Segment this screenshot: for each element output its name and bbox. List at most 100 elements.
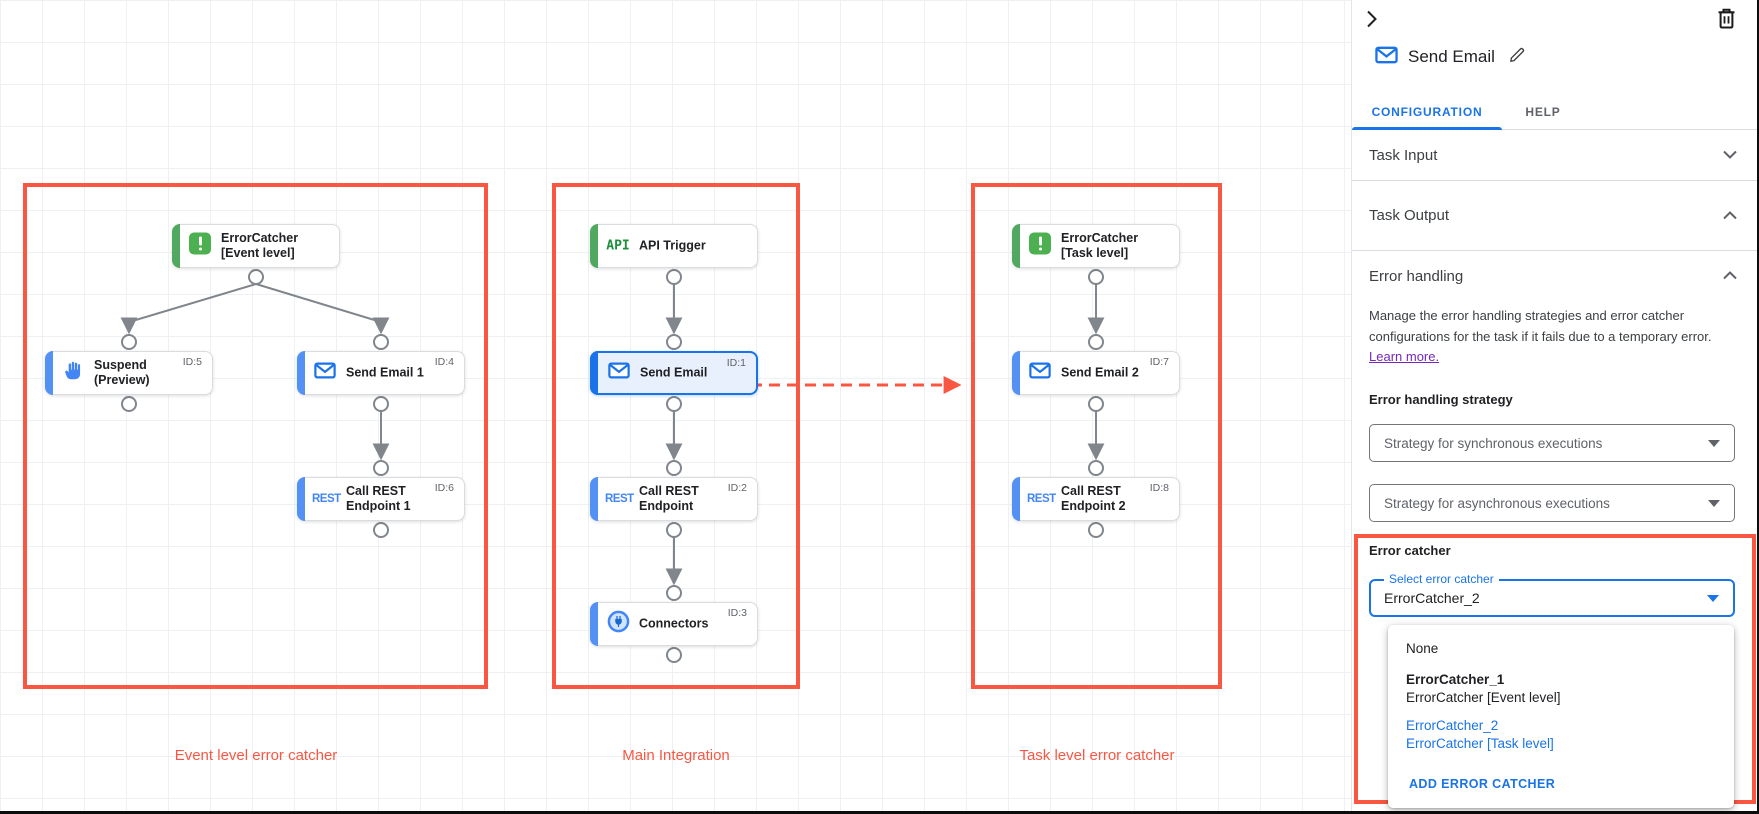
panel-tabs: CONFIGURATION HELP bbox=[1352, 93, 1757, 130]
async-strategy-select[interactable]: Strategy for asynchronous executions bbox=[1369, 484, 1735, 522]
option-description: ErrorCatcher [Task level] bbox=[1406, 736, 1554, 751]
node-label: Connectors bbox=[639, 616, 709, 631]
node-errorcatcher-task-level[interactable]: ErrorCatcher [Task level] bbox=[1012, 224, 1180, 268]
accent-bar bbox=[590, 224, 598, 268]
email-icon bbox=[1027, 362, 1053, 384]
section-title: Task Output bbox=[1369, 207, 1450, 224]
accent-bar bbox=[297, 477, 305, 521]
error-catcher-label: Error catcher bbox=[1369, 543, 1451, 558]
node-label: ErrorCatcher [Task level] bbox=[1061, 231, 1139, 260]
error-catcher-icon bbox=[1027, 232, 1053, 260]
annotation-box-task-level bbox=[971, 183, 1222, 689]
email-icon bbox=[606, 362, 632, 384]
node-label: Send Email 1 bbox=[346, 365, 424, 380]
dropdown-arrow-icon bbox=[1708, 439, 1720, 447]
rest-icon: REST bbox=[605, 493, 634, 505]
add-error-catcher-button[interactable]: ADD ERROR CATCHER bbox=[1409, 777, 1556, 791]
rest-icon: REST bbox=[312, 493, 341, 505]
caption-task-level: Task level error catcher bbox=[1019, 747, 1175, 764]
accent-bar bbox=[590, 602, 598, 646]
menu-item-errorcatcher-1[interactable]: ErrorCatcher_1 ErrorCatcher [Event level… bbox=[1406, 672, 1561, 705]
caption-main-integration: Main Integration bbox=[622, 747, 730, 764]
caption-event-level: Event level error catcher bbox=[174, 747, 338, 764]
expand-less-icon[interactable] bbox=[1723, 267, 1737, 285]
node-id-badge: ID:4 bbox=[434, 356, 454, 368]
node-send-email-2[interactable]: Send Email 2 ID:7 bbox=[1012, 351, 1180, 395]
accent-bar bbox=[590, 351, 598, 395]
screenshot-bottom-border bbox=[0, 811, 1759, 814]
node-call-rest-endpoint[interactable]: REST Call REST Endpoint ID:2 bbox=[590, 477, 758, 521]
learn-more-link[interactable]: Learn more. bbox=[1369, 349, 1440, 364]
node-id-badge: ID:7 bbox=[1149, 356, 1169, 368]
description-text: Manage the error handling strategies and… bbox=[1369, 308, 1712, 344]
sync-strategy-select[interactable]: Strategy for synchronous executions bbox=[1369, 424, 1735, 462]
node-id-badge: ID:1 bbox=[726, 357, 746, 369]
accent-bar bbox=[590, 477, 598, 521]
node-id-badge: ID:3 bbox=[727, 607, 747, 619]
edit-icon[interactable] bbox=[1509, 46, 1526, 68]
error-handling-description: Manage the error handling strategies and… bbox=[1369, 306, 1731, 368]
node-api-trigger[interactable]: API API Trigger bbox=[590, 224, 758, 268]
node-id-badge: ID:5 bbox=[182, 356, 202, 368]
annotation-box-event-level bbox=[23, 183, 488, 689]
strategy-label: Error handling strategy bbox=[1369, 392, 1513, 407]
task-config-panel: Send Email CONFIGURATION HELP Task Input… bbox=[1351, 0, 1757, 814]
node-label: Send Email bbox=[640, 365, 708, 380]
email-icon bbox=[312, 362, 338, 384]
accent-bar bbox=[1012, 351, 1020, 395]
node-suspend[interactable]: Suspend (Preview) ID:5 bbox=[45, 351, 213, 395]
task-title: Send Email bbox=[1408, 47, 1495, 66]
node-call-rest-endpoint-2[interactable]: REST Call REST Endpoint 2 ID:8 bbox=[1012, 477, 1180, 521]
collapse-panel-icon[interactable] bbox=[1366, 10, 1388, 32]
option-description: ErrorCatcher [Event level] bbox=[1406, 690, 1561, 705]
api-icon: API bbox=[606, 238, 630, 254]
integration-canvas[interactable]: ErrorCatcher [Event level] Suspend (Prev… bbox=[0, 0, 1351, 814]
node-id-badge: ID:8 bbox=[1149, 482, 1169, 494]
node-send-email-selected[interactable]: Send Email ID:1 bbox=[590, 351, 758, 395]
accent-bar bbox=[1012, 477, 1020, 521]
node-id-badge: ID:2 bbox=[727, 482, 747, 494]
option-name: ErrorCatcher_1 bbox=[1406, 672, 1505, 687]
email-icon bbox=[1375, 46, 1398, 69]
node-label: Call REST Endpoint 2 bbox=[1061, 484, 1126, 513]
delete-task-icon[interactable] bbox=[1717, 8, 1737, 30]
node-call-rest-endpoint-1[interactable]: REST Call REST Endpoint 1 ID:6 bbox=[297, 477, 465, 521]
section-title: Task Input bbox=[1369, 146, 1438, 164]
annotation-box-main-integration bbox=[552, 183, 800, 689]
error-catcher-menu: None ErrorCatcher_1 ErrorCatcher [Event … bbox=[1388, 625, 1734, 808]
accent-bar bbox=[1012, 224, 1020, 268]
error-catcher-icon bbox=[187, 232, 213, 260]
select-value: ErrorCatcher_2 bbox=[1384, 590, 1480, 606]
expand-less-icon[interactable] bbox=[1723, 207, 1737, 225]
select-placeholder: Strategy for asynchronous executions bbox=[1384, 495, 1610, 511]
select-placeholder: Strategy for synchronous executions bbox=[1384, 435, 1603, 451]
node-send-email-1[interactable]: Send Email 1 ID:4 bbox=[297, 351, 465, 395]
section-task-input[interactable]: Task Input bbox=[1352, 130, 1757, 181]
dropdown-arrow-icon bbox=[1708, 499, 1720, 507]
accent-bar bbox=[172, 224, 180, 268]
node-connectors[interactable]: Connectors ID:3 bbox=[590, 602, 758, 646]
hand-icon bbox=[60, 360, 86, 386]
dropdown-arrow-icon bbox=[1707, 594, 1719, 602]
menu-item-errorcatcher-2-selected[interactable]: ErrorCatcher_2 ErrorCatcher [Task level] bbox=[1406, 718, 1554, 751]
option-name: ErrorCatcher_2 bbox=[1406, 718, 1499, 733]
connectors-icon bbox=[605, 610, 631, 638]
tab-help[interactable]: HELP bbox=[1525, 104, 1561, 119]
menu-item-none[interactable]: None bbox=[1406, 641, 1439, 656]
node-label: Call REST Endpoint 1 bbox=[346, 484, 411, 513]
node-id-badge: ID:6 bbox=[434, 482, 454, 494]
accent-bar bbox=[45, 351, 53, 395]
expand-more-icon[interactable] bbox=[1723, 146, 1737, 164]
tab-configuration[interactable]: CONFIGURATION bbox=[1371, 104, 1483, 119]
accent-bar bbox=[297, 351, 305, 395]
node-errorcatcher-event-level[interactable]: ErrorCatcher [Event level] bbox=[172, 224, 340, 268]
section-task-output[interactable]: Task Output bbox=[1352, 181, 1757, 251]
node-label: Send Email 2 bbox=[1061, 365, 1139, 380]
section-error-handling[interactable]: Error handling bbox=[1352, 251, 1757, 301]
error-catcher-select[interactable]: Select error catcher ErrorCatcher_2 bbox=[1369, 572, 1735, 617]
node-label: Suspend (Preview) bbox=[94, 358, 150, 387]
screenshot-right-border bbox=[1757, 0, 1759, 814]
select-floating-label: Select error catcher bbox=[1384, 572, 1499, 586]
node-label: Call REST Endpoint bbox=[639, 484, 699, 513]
